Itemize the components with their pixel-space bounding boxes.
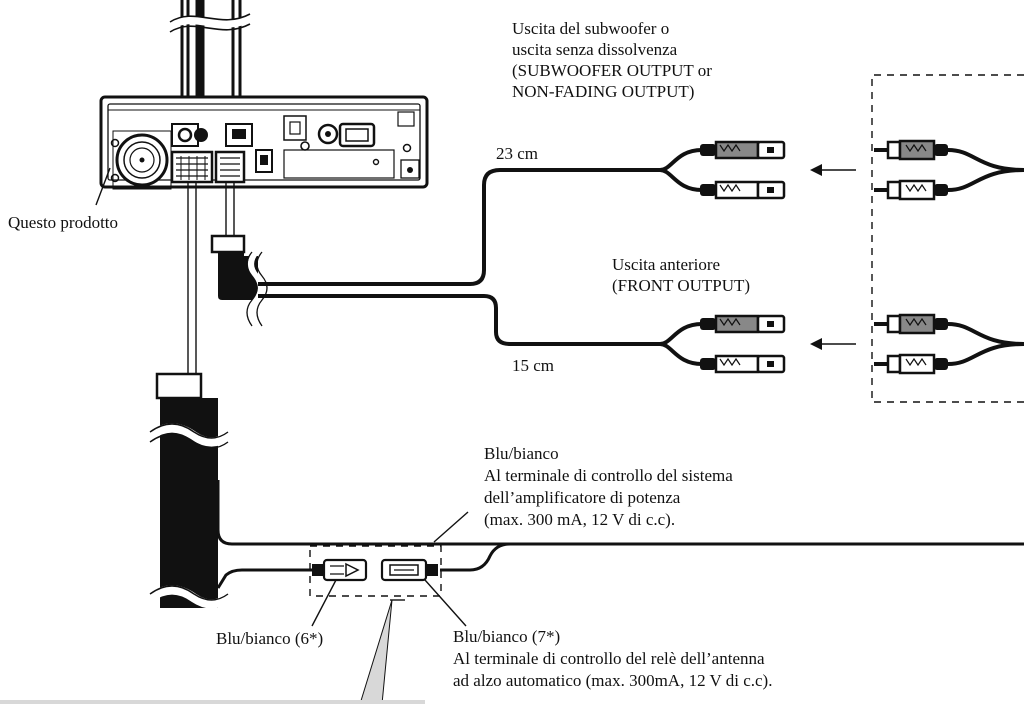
subwoofer-label-line4: NON-FADING OUTPUT) [512,82,695,101]
amp-label-line1: Blu/bianco [484,444,559,463]
rca-cable-bundle [187,168,660,378]
subwoofer-label-line2: uscita senza dissolvenza [512,40,678,59]
head-unit [95,0,429,206]
bullet-connector-6-icon [312,558,368,582]
subwoofer-label-line1: Uscita del subwoofer o [512,19,670,38]
subwoofer-rca-plugs [659,140,786,200]
bullet-connector-7-icon [380,558,438,582]
antenna-label-line1: Al terminale di controllo del relè dell’… [453,649,765,668]
power-harness [0,372,1024,705]
arrow-left-icon [810,164,856,350]
amp-label-line3: dell’amplificatore di potenza [484,488,681,507]
subwoofer-label-line3: (SUBWOOFER OUTPUT or [512,61,712,80]
length-23cm-label: 23 cm [496,144,539,163]
front-rca-plugs [659,314,786,374]
amp-label-line2: Al terminale di controllo del sistema [484,466,733,485]
amp-label-line4: (max. 300 mA, 12 V di c.c). [484,510,676,529]
cooling-fan-icon [112,130,172,190]
front-label-line1: Uscita anteriore [612,255,721,274]
length-15cm-label: 15 cm [512,356,555,375]
blu-bianco-7-label: Blu/bianco (7*) [453,627,561,646]
product-label: Questo prodotto [8,213,119,232]
amplifier-input-box [871,74,1024,403]
blu-bianco-6-label: Blu/bianco (6*) [216,629,324,648]
front-label-line2: (FRONT OUTPUT) [612,276,751,295]
antenna-label-line2: ad alzo automatico (max. 300mA, 12 V di … [453,671,773,690]
